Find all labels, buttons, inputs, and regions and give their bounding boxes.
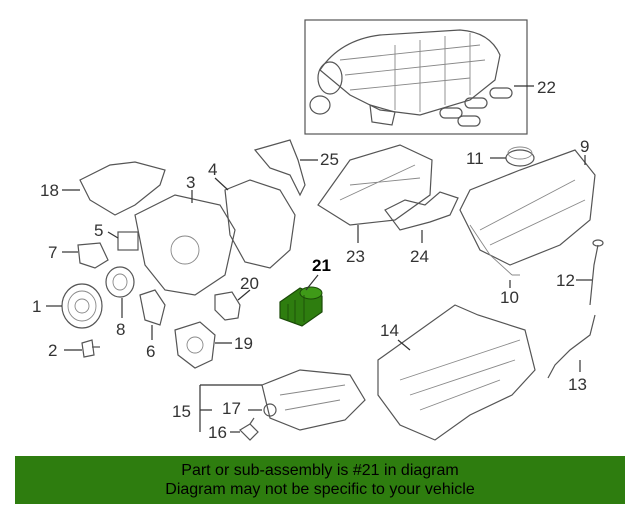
callout-19: 19: [234, 334, 253, 353]
intake-manifold-group: [304, 19, 534, 135]
part-19-oil-pump: [174, 321, 216, 369]
part-1-pulley: [61, 283, 103, 329]
callout-7: 7: [48, 243, 57, 262]
callout-20: 20: [240, 274, 259, 293]
part-7-bracket: [77, 242, 109, 269]
banner-line-1: Part or sub-assembly is #21 in diagram: [181, 462, 459, 479]
part-9-valve-cover: [459, 149, 596, 266]
parts-diagram: 22 25 18 3 4 5 7 8 1 2 6 19 20 21 23 24 …: [32, 19, 604, 442]
part-13-tube: [547, 314, 596, 379]
part-11-oil-cap: [505, 146, 535, 167]
callout-1: 1: [32, 297, 41, 316]
callout-10: 10: [500, 288, 519, 307]
part-2-bolt: [81, 339, 100, 358]
callout-12: 12: [556, 271, 575, 290]
part-21-oil-filter: [279, 286, 323, 327]
part-24-gaskets: [384, 191, 459, 231]
callout-25: 25: [320, 150, 339, 169]
callout-6: 6: [146, 342, 155, 361]
part-18-cover: [79, 161, 166, 216]
banner-line-2: Diagram may not be specific to your vehi…: [165, 481, 475, 498]
callout-8: 8: [116, 320, 125, 339]
callout-13: 13: [568, 375, 587, 394]
part-17-washer: [263, 403, 277, 417]
callout-21: 21: [312, 256, 331, 275]
callout-9: 9: [580, 137, 589, 156]
part-23-lower-manifold: [317, 144, 433, 226]
part-3-front-cover: [134, 194, 236, 296]
part-12-dipstick: [589, 244, 599, 306]
callout-18: 18: [40, 181, 59, 200]
part-15-lower-pan: [261, 369, 366, 431]
part-6-gasket: [139, 289, 166, 326]
callout-14: 14: [380, 321, 399, 340]
part-8-seal: [105, 266, 135, 298]
info-banner: Part or sub-assembly is #21 in diagram D…: [15, 456, 625, 504]
callout-23: 23: [346, 247, 365, 266]
callout-11: 11: [466, 149, 484, 168]
callout-17: 17: [222, 399, 241, 418]
part-10-gasket: [469, 224, 520, 276]
callout-4: 4: [208, 160, 217, 179]
callout-3: 3: [186, 173, 195, 192]
part-5-gasket: [117, 231, 139, 251]
callout-2: 2: [48, 341, 57, 360]
callout-15: 15: [172, 402, 191, 421]
callout-22: 22: [537, 78, 556, 97]
callout-16: 16: [208, 423, 227, 442]
part-20-adapter: [214, 291, 241, 321]
part-16-drain-plug: [239, 417, 259, 441]
part-25-gasket: [253, 139, 306, 197]
callout-5: 5: [94, 221, 103, 240]
callout-24: 24: [410, 247, 429, 266]
part-4-timing-cover: [224, 179, 296, 269]
part-14-oil-pan: [377, 304, 536, 441]
